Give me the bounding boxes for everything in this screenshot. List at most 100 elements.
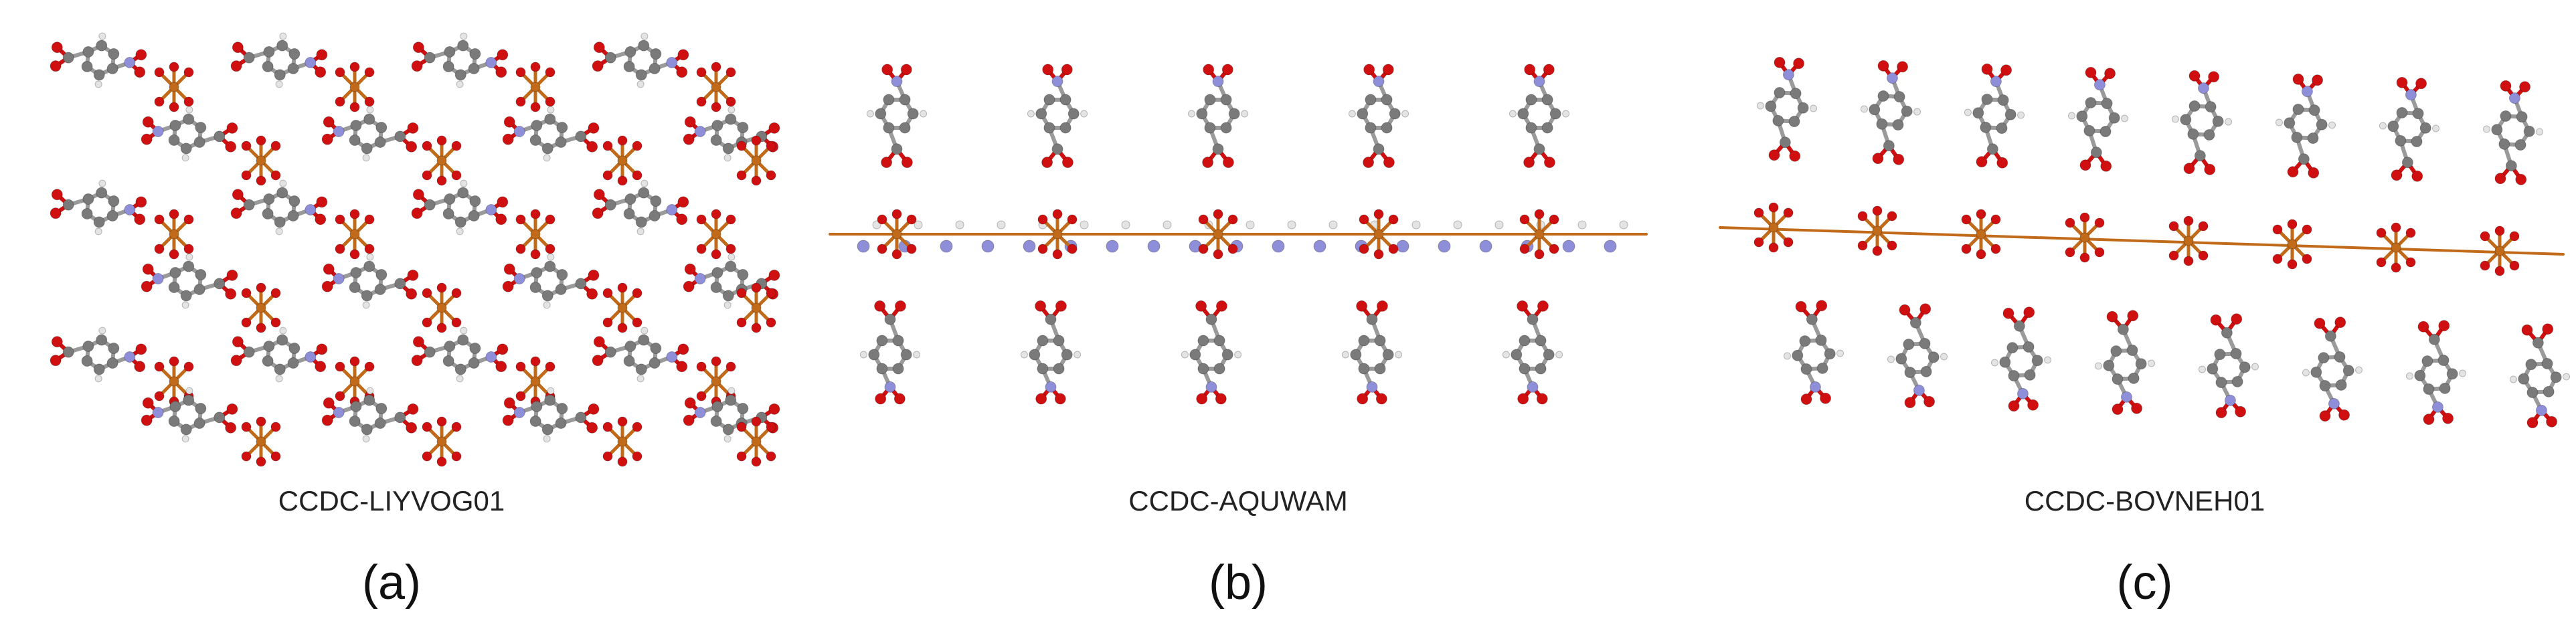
carbon-atom	[2532, 337, 2544, 349]
carbon-atom	[900, 349, 912, 361]
carbon-atom	[875, 108, 887, 120]
oxygen-atom	[335, 361, 345, 372]
oxygen-atom	[1222, 157, 1234, 169]
oxygen-atom	[502, 133, 514, 145]
oxygen-atom	[232, 41, 244, 54]
carbon-atom	[1037, 335, 1049, 347]
carbon-atom	[2135, 358, 2147, 370]
carbon-atom	[374, 136, 386, 148]
carbon-atom	[531, 267, 543, 279]
oxygen-atom	[1537, 300, 1549, 312]
hydrogen-atom	[460, 32, 468, 40]
carbon-atom	[1927, 351, 1940, 363]
oxygen-atom	[451, 451, 462, 462]
carbon-atom	[1519, 363, 1531, 375]
carbon-atom	[454, 363, 466, 375]
oxygen-atom	[1196, 393, 1208, 405]
oxygen-atom	[1359, 214, 1369, 225]
hydrogen-atom	[866, 110, 874, 118]
hydrogen-atom	[2044, 356, 2052, 364]
oxygen-atom	[2396, 76, 2408, 88]
carbon-atom	[2187, 128, 2199, 140]
carbon-atom	[169, 267, 181, 279]
hydrogen-atom	[2459, 369, 2467, 377]
oxygen-atom	[1753, 237, 1764, 248]
oxygen-atom	[241, 141, 252, 151]
carbon-atom	[442, 355, 454, 367]
hydrogen-atom	[275, 228, 283, 236]
carbon-atom	[106, 62, 118, 74]
carbon-atom	[710, 281, 722, 293]
oxygen-atom	[593, 189, 605, 201]
oxygen-atom	[677, 49, 689, 61]
carbon-atom	[2439, 382, 2451, 394]
oxygen-atom	[2094, 247, 2105, 258]
oxygen-atom	[141, 280, 153, 292]
oxygen-atom	[154, 244, 165, 254]
hydrogen-atom	[2121, 114, 2129, 122]
metal-atom	[891, 229, 902, 240]
oxygen-atom	[2287, 259, 2298, 270]
ccdc-code-a: CCDC-LIYVOG01	[278, 485, 505, 517]
carbon-atom	[2419, 122, 2431, 134]
carbon-atom	[2541, 357, 2553, 369]
oxygen-atom	[323, 263, 335, 275]
carbon-atom	[2031, 355, 2043, 367]
oxygen-atom	[592, 60, 604, 72]
carbon-atom	[96, 39, 108, 52]
carbon-atom	[2421, 355, 2433, 367]
carbon-atom	[1045, 313, 1057, 325]
carbon-atom	[1366, 313, 1378, 325]
oxygen-atom	[256, 323, 266, 333]
oxygen-atom	[256, 282, 266, 293]
hydrogen-atom	[94, 375, 102, 383]
carbon-atom	[604, 199, 616, 211]
hydrogen-atom	[1246, 220, 1255, 230]
crystal-structure-c	[1719, 56, 2571, 429]
carbon-atom	[1765, 100, 1777, 112]
carbon-atom	[262, 207, 274, 219]
hydrogen-atom	[1887, 355, 1895, 363]
nitrogen-atom	[305, 204, 317, 216]
carbon-atom	[1815, 334, 1827, 346]
metal-atom	[349, 229, 360, 240]
oxygen-atom	[1388, 244, 1399, 254]
oxygen-atom	[768, 122, 780, 134]
oxygen-atom	[436, 323, 447, 333]
hydrogen-atom	[185, 253, 193, 261]
hydrogen-atom	[366, 106, 374, 114]
oxygen-atom	[2208, 71, 2220, 83]
oxygen-atom	[406, 141, 418, 153]
oxygen-atom	[1768, 202, 1779, 213]
oxygen-atom	[2215, 407, 2227, 419]
hydrogen-atom	[640, 327, 649, 335]
oxygen-atom	[154, 214, 165, 225]
oxygen-atom	[736, 422, 747, 432]
hydrogen-atom	[1990, 359, 1998, 367]
oxygen-atom	[2376, 257, 2387, 268]
carbon-atom	[1365, 122, 1377, 134]
oxygen-atom	[711, 62, 721, 72]
oxygen-atom	[900, 64, 912, 76]
carbon-atom	[2291, 131, 2303, 143]
panel-letter-b: (b)	[1209, 556, 1268, 610]
nitrogen-atom	[124, 351, 136, 363]
oxygen-atom	[736, 451, 747, 462]
oxygen-atom	[1061, 64, 1073, 76]
oxygen-atom	[617, 323, 628, 333]
oxygen-atom	[1768, 242, 1779, 253]
oxygen-atom	[711, 209, 721, 219]
carbon-atom	[531, 120, 543, 132]
hydrogen-atom	[543, 435, 551, 443]
oxygen-atom	[1359, 244, 1369, 254]
carbon-atom	[81, 355, 93, 367]
hydrogen-atom	[279, 327, 287, 335]
oxygen-atom	[364, 67, 375, 78]
carbon-atom	[623, 207, 635, 219]
oxygen-atom	[1373, 249, 1384, 260]
oxygen-atom	[711, 356, 721, 367]
nitrogen-atom	[1051, 76, 1063, 88]
carbon-atom	[1549, 108, 1561, 120]
carbon-atom	[907, 108, 919, 120]
hydrogen-atom	[1287, 220, 1296, 230]
